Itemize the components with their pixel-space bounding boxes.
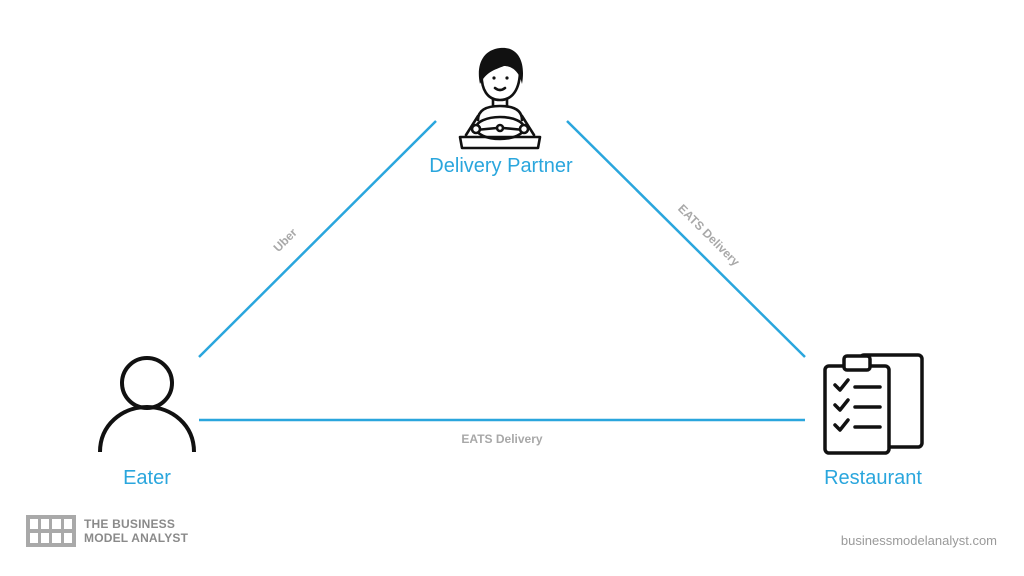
building-grid-icon xyxy=(26,515,76,547)
edge-eater-partner xyxy=(198,120,437,358)
edge-partner-restaurant xyxy=(566,120,806,358)
brand-line-1: THE BUSINESS xyxy=(84,517,176,531)
edge-label-eats-delivery-diagonal: EATS Delivery xyxy=(675,202,743,270)
website-url[interactable]: businessmodelanalyst.com xyxy=(840,533,997,548)
brand: THE BUSINESS MODEL ANALYST xyxy=(26,515,188,547)
clipboard-checklist-icon xyxy=(823,353,924,455)
node-label-eater: Eater xyxy=(123,467,171,489)
driver-icon xyxy=(458,47,542,150)
brand-name: THE BUSINESS MODEL ANALYST xyxy=(84,517,188,545)
edge-label-eats-delivery-bottom: EATS Delivery xyxy=(461,432,542,446)
edge-label-uber: Uber xyxy=(271,225,300,254)
node-label-delivery-partner: Delivery Partner xyxy=(429,155,573,177)
node-label-restaurant: Restaurant xyxy=(824,467,922,489)
brand-line-2: MODEL ANALYST xyxy=(84,531,189,545)
person-icon xyxy=(98,356,196,453)
